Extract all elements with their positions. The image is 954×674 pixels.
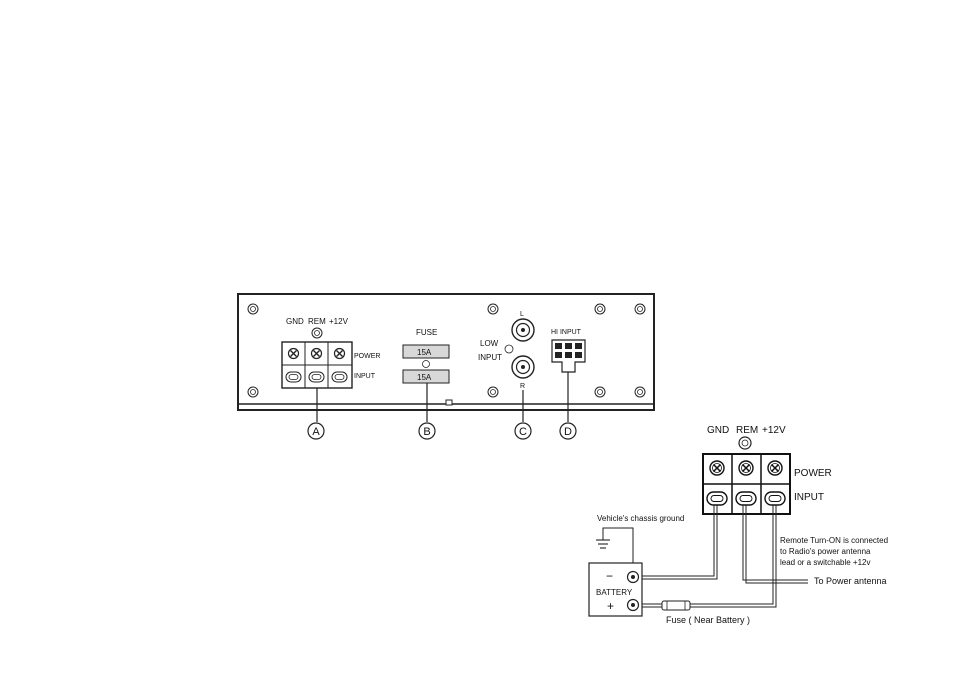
screw-terminal-icon [289, 349, 299, 359]
screw-icon [248, 387, 258, 397]
hi-input-label: HI INPUT [551, 329, 582, 336]
terminal-label-gnd: GND [286, 317, 304, 326]
screw-icon [635, 304, 645, 314]
screw-icon [595, 304, 605, 314]
rca-left-label: L [520, 311, 524, 318]
wiring-diagram: GND REM +12V POWER INPUT [589, 425, 888, 625]
callout-d-label: D [564, 426, 572, 438]
screw-icon [595, 387, 605, 397]
amplifier-end-panel: GND REM +12V POWER [238, 294, 654, 439]
terminal-label-rem: REM [308, 317, 326, 326]
callout-b: B [419, 423, 435, 439]
battery-positive-terminal-icon [628, 600, 639, 611]
low-input-label-1: LOW [480, 339, 499, 348]
screw-icon [248, 304, 258, 314]
wiring-input-label: INPUT [794, 492, 824, 503]
screw-icon [635, 387, 645, 397]
chassis-ground-label: Vehicle's chassis ground [597, 514, 684, 523]
screw-terminal-icon [739, 461, 753, 475]
callout-d: D [560, 423, 576, 439]
rem-indicator-icon [739, 437, 751, 449]
rca-jack-icon [512, 356, 534, 378]
wiring-terminal-rem: REM [736, 425, 758, 436]
callout-a-label: A [312, 426, 320, 438]
power-antenna-label: To Power antenna [814, 576, 887, 586]
screw-terminal-icon [768, 461, 782, 475]
callout-b-label: B [423, 426, 430, 438]
remote-note-line-1: Remote Turn-ON is connected [780, 536, 888, 545]
callout-a: A [308, 423, 324, 439]
fuse-near-battery-label: Fuse ( Near Battery ) [666, 615, 750, 625]
panel-power-label: POWER [354, 353, 380, 360]
screw-icon [488, 304, 498, 314]
fuse-screw-icon [423, 361, 430, 368]
wire-socket-icon [707, 492, 727, 505]
battery-plus-sign: + [607, 599, 614, 613]
wire-socket-icon [765, 492, 785, 505]
wire-socket-icon [736, 492, 756, 505]
wiring-terminal-gnd: GND [707, 425, 729, 436]
ground-post-icon [505, 345, 513, 353]
wiring-power-label: POWER [794, 468, 832, 479]
fuse-value-top: 15A [417, 348, 432, 357]
rca-jack-icon [512, 319, 534, 341]
remote-note-line-2: to Radio's power antenna [780, 547, 871, 556]
wiring-terminal-12v: +12V [762, 425, 786, 436]
screw-icon [488, 387, 498, 397]
wire-socket-icon [309, 372, 324, 382]
screw-terminal-icon [335, 349, 345, 359]
battery-negative-terminal-icon [628, 572, 639, 583]
fuse-label: FUSE [416, 328, 437, 337]
battery-minus-sign: − [606, 569, 613, 583]
screw-terminal-icon [710, 461, 724, 475]
rem-led-icon [312, 328, 322, 338]
panel-notch [446, 400, 452, 405]
callout-c-label: C [519, 426, 527, 438]
chassis-ground-icon [596, 540, 610, 548]
remote-note-line-3: lead or a switchable +12v [780, 558, 871, 567]
battery-label: BATTERY [596, 588, 633, 597]
wire-socket-icon [286, 372, 301, 382]
terminal-label-12v: +12V [329, 317, 349, 326]
callout-c: C [515, 423, 531, 439]
fuse-value-bottom: 15A [417, 373, 432, 382]
screw-terminal-icon [312, 349, 322, 359]
inline-fuse-icon [662, 601, 690, 610]
rca-right-label: R [520, 383, 525, 390]
low-input-label-2: INPUT [478, 353, 502, 362]
wire-socket-icon [332, 372, 347, 382]
panel-input-label: INPUT [354, 373, 376, 380]
